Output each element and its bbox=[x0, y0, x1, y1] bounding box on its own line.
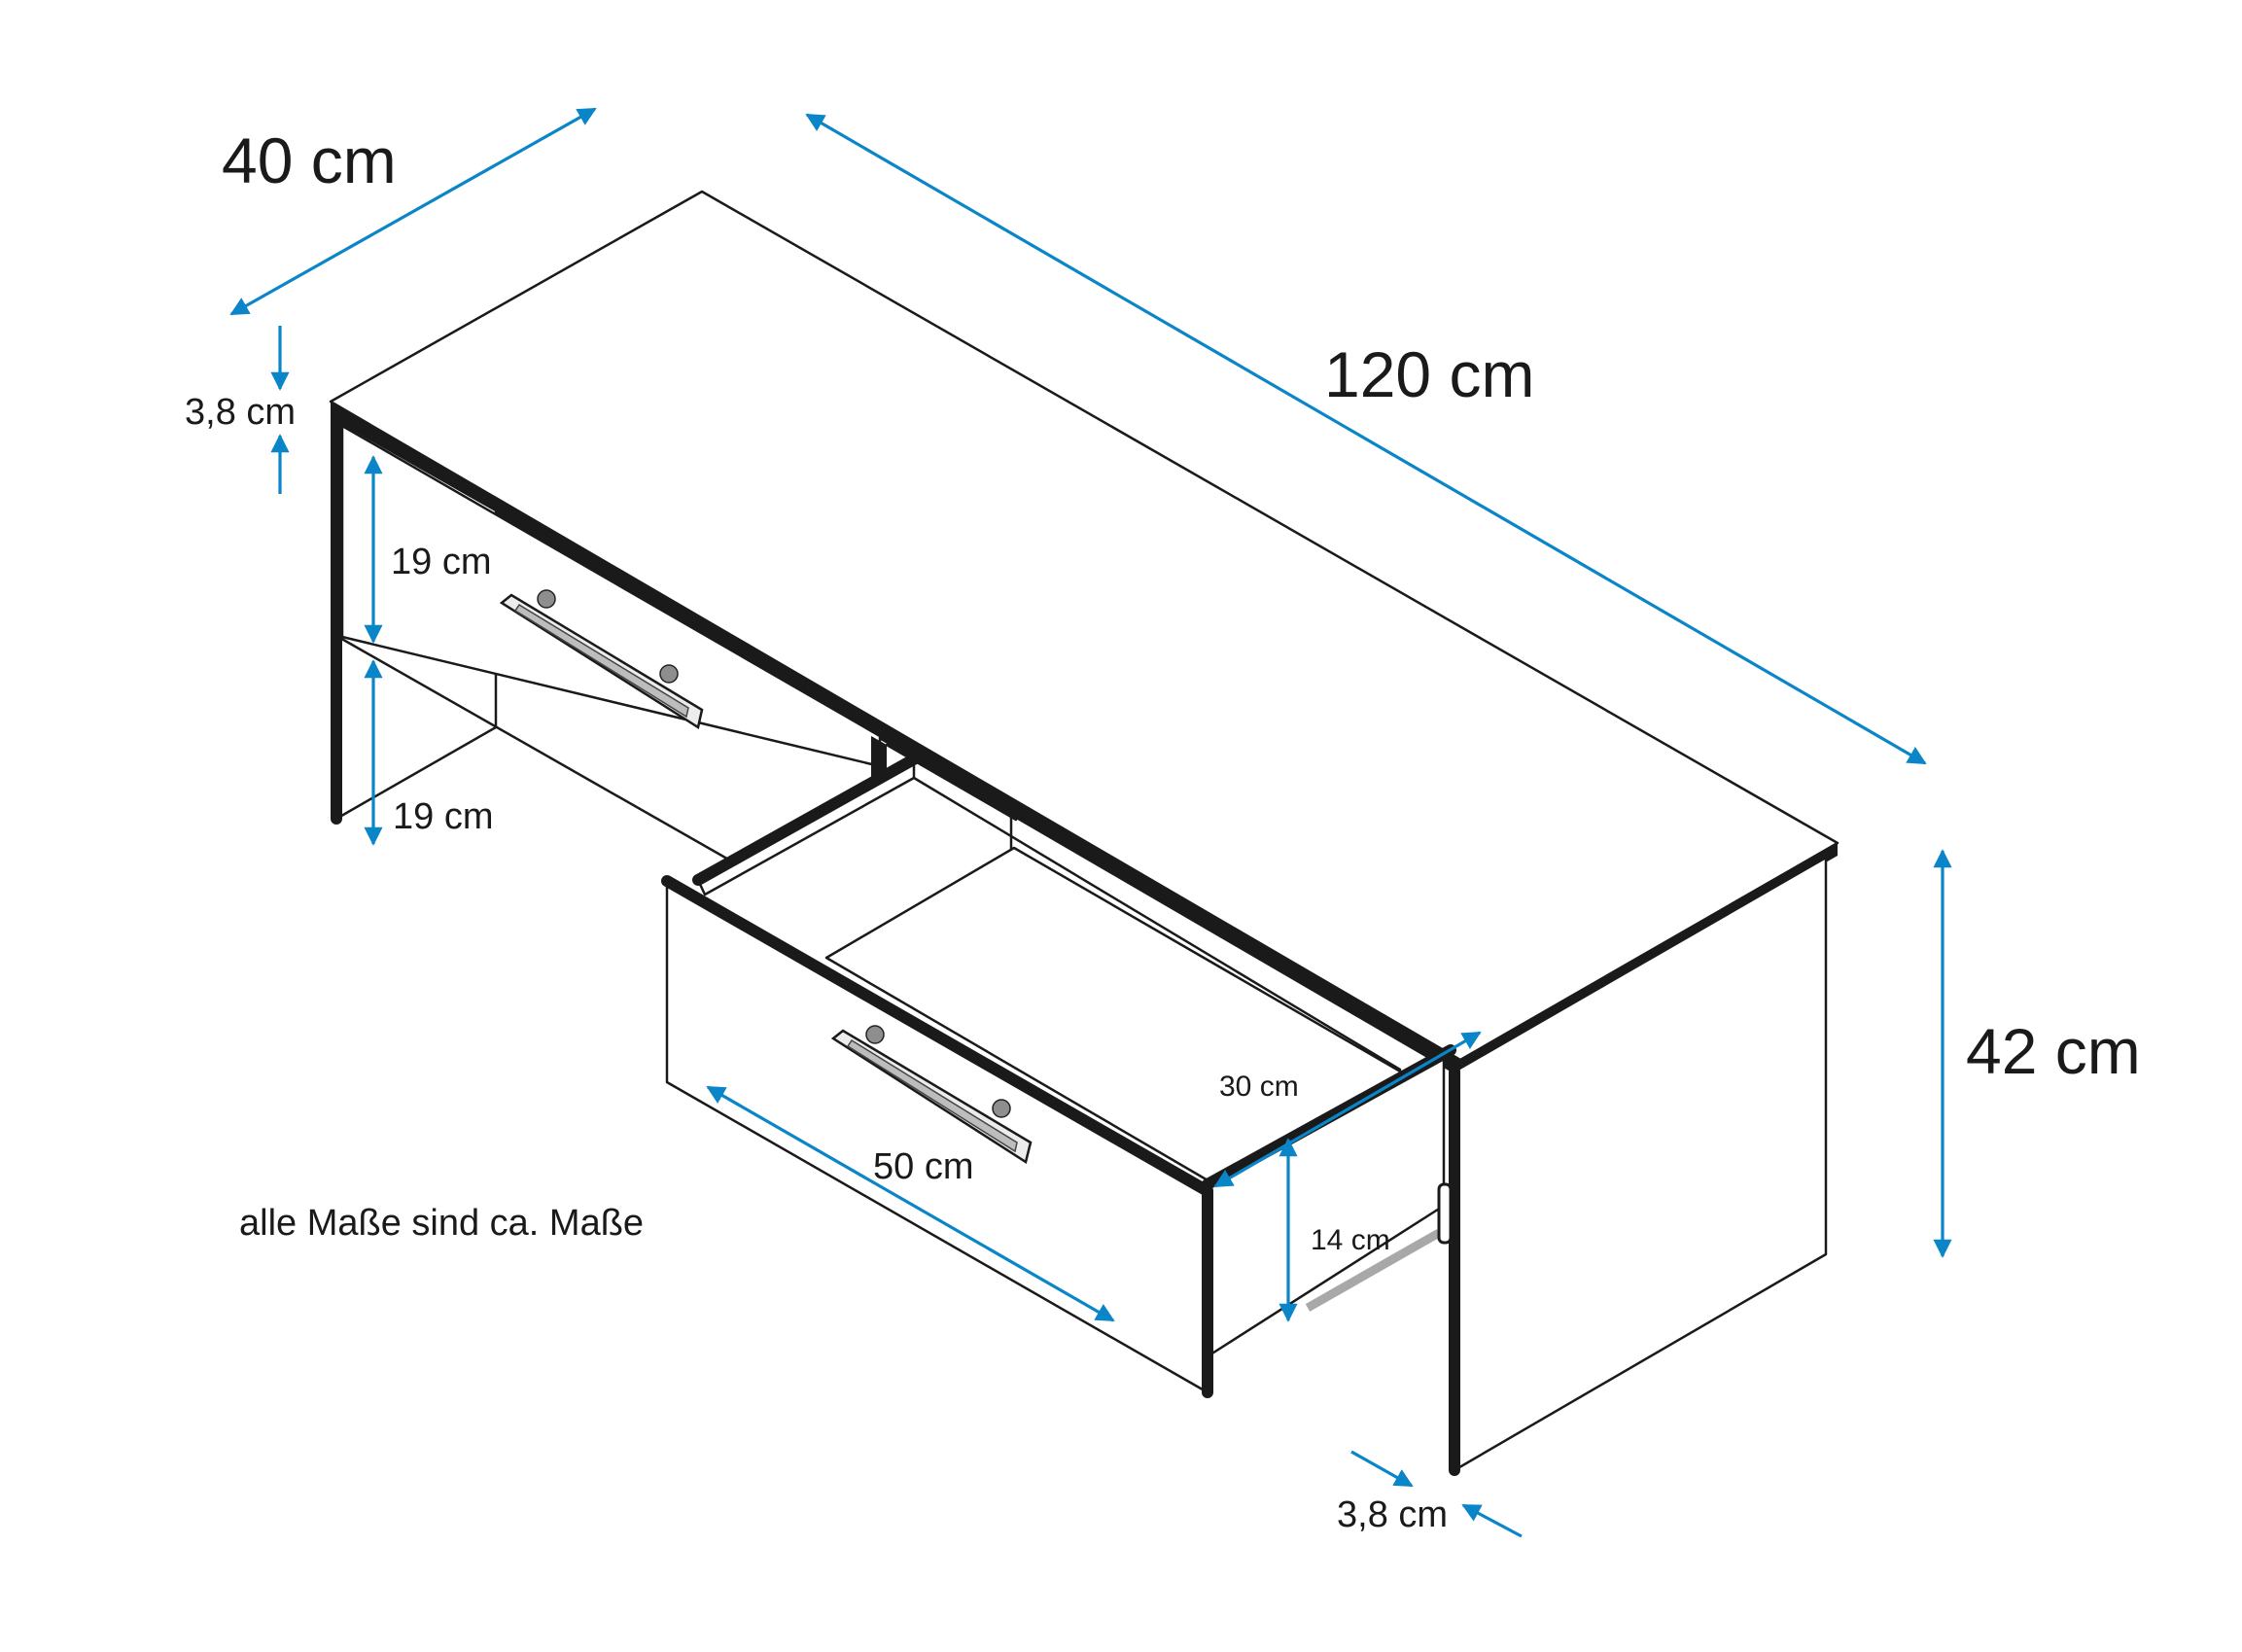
drawer-width-dimension-line bbox=[706, 1085, 1115, 1322]
upper-drawer-height-label: 19 cm bbox=[391, 542, 491, 582]
side-thickness-arrow-right bbox=[1350, 1450, 1414, 1488]
tv-stand-body bbox=[329, 190, 1839, 1476]
height-label: 42 cm bbox=[1966, 1015, 2141, 1087]
drawer-runner bbox=[1305, 1229, 1442, 1312]
dimension-labels: 40 cm 120 cm 3,8 cm 19 cm 19 cm 42 cm 30… bbox=[185, 124, 2141, 1535]
approximate-note: alle Maße sind ca. Maße bbox=[239, 1203, 644, 1244]
drawer-height-label: 14 cm bbox=[1311, 1224, 1390, 1256]
width-label: 120 cm bbox=[1324, 338, 1534, 410]
side-thickness-label: 3,8 cm bbox=[1337, 1494, 1448, 1535]
depth-dimension-line bbox=[229, 107, 597, 316]
side-thickness-arrow-left bbox=[1461, 1503, 1523, 1538]
drawer-depth-label: 30 cm bbox=[1219, 1071, 1299, 1103]
depth-label: 40 cm bbox=[222, 124, 397, 196]
lower-drawer-height-label: 19 cm bbox=[393, 796, 493, 837]
drawer-depth-dimension-line bbox=[1213, 1031, 1482, 1188]
dimension-lines bbox=[229, 107, 1952, 1538]
upper-drawer-handle bbox=[499, 589, 704, 730]
width-dimension-line bbox=[805, 113, 1927, 765]
top-thickness-label: 3,8 cm bbox=[185, 392, 296, 433]
drawer-width-label: 50 cm bbox=[873, 1146, 973, 1187]
